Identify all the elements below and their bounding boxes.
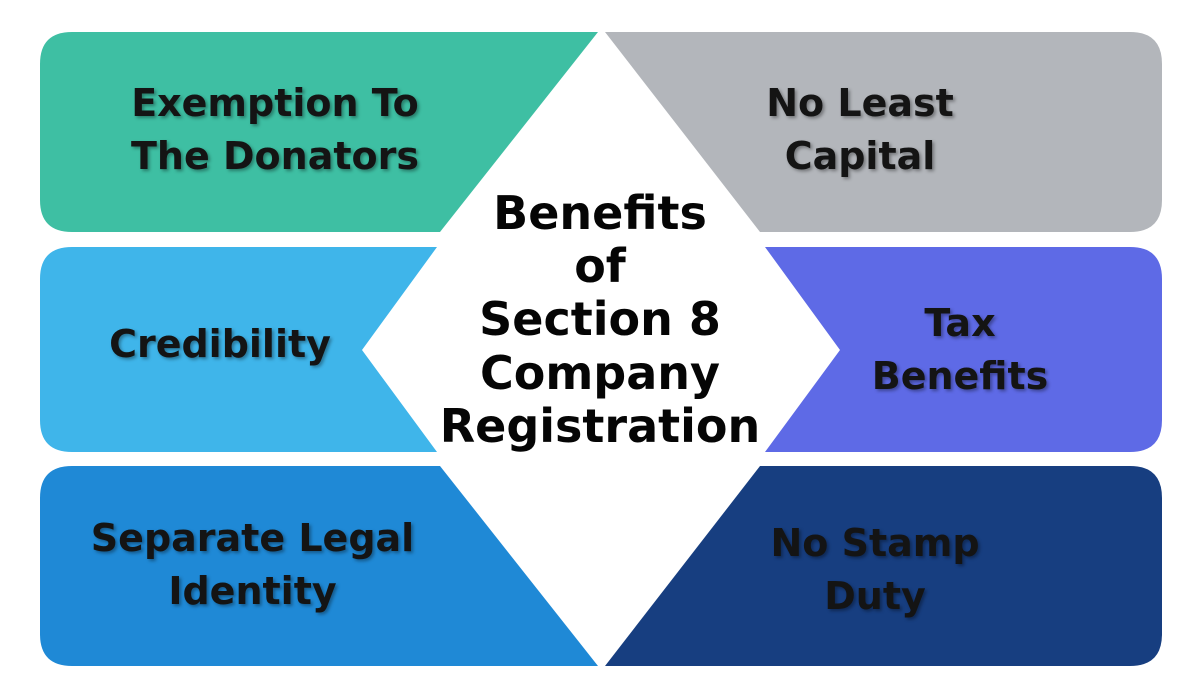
benefit-label-line: Identity bbox=[168, 569, 337, 613]
benefit-shape-identity bbox=[40, 466, 598, 666]
benefit-label-line: Capital bbox=[784, 134, 936, 178]
benefit-label-identity: Separate Legal Identity bbox=[80, 510, 425, 620]
title-line: Registration bbox=[439, 399, 761, 454]
benefit-label-line: Tax bbox=[924, 300, 996, 345]
benefit-label-line: Credibility bbox=[109, 322, 331, 367]
title-line: Company bbox=[480, 345, 720, 400]
benefit-label-line: Separate Legal bbox=[90, 515, 415, 560]
title-line: Benefits bbox=[493, 185, 707, 240]
benefit-label-line: Exemption To bbox=[131, 80, 419, 125]
benefit-shape-credibility bbox=[40, 247, 437, 452]
title-line: of bbox=[574, 238, 626, 293]
benefit-label-line: Benefits bbox=[871, 354, 1049, 398]
benefit-label-tax: Tax Benefits bbox=[850, 295, 1070, 405]
benefit-shape-stamp bbox=[605, 466, 1162, 666]
benefit-label-capital: No Least Capital bbox=[730, 75, 990, 185]
diagram-title: Benefits of Section 8 Company Registrati… bbox=[430, 185, 770, 455]
benefit-label-line: No Least bbox=[766, 80, 954, 125]
benefit-label-line: Duty bbox=[824, 574, 926, 618]
benefit-label-stamp: No Stamp Duty bbox=[745, 515, 1005, 625]
benefit-shape-capital bbox=[605, 32, 1162, 232]
benefit-shape-tax bbox=[765, 247, 1162, 452]
title-line: Section 8 bbox=[479, 292, 721, 347]
benefit-label-credibility: Credibility bbox=[90, 310, 350, 380]
benefit-label-exemption: Exemption To The Donators bbox=[110, 75, 440, 185]
benefit-label-line: The Donators bbox=[131, 134, 419, 178]
benefit-shape-exemption bbox=[40, 32, 598, 232]
benefit-label-line: No Stamp bbox=[770, 520, 980, 565]
